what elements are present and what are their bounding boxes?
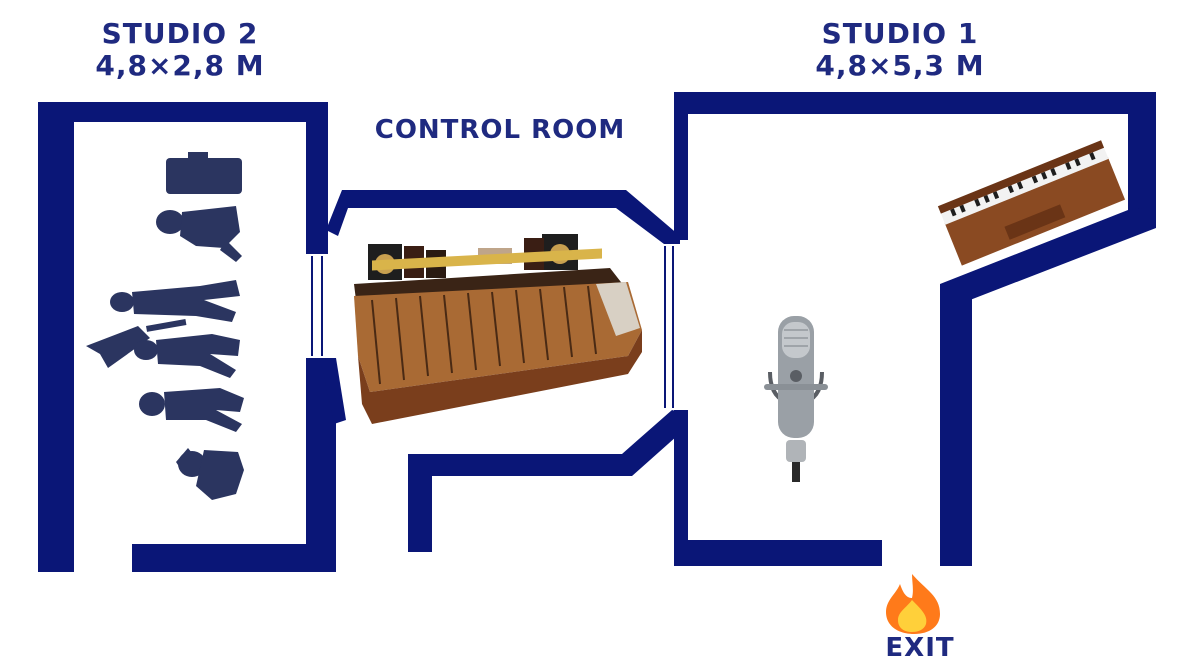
studio1-walls: [674, 92, 1156, 566]
control-room-walls: [320, 190, 686, 552]
studio1-wall-right: [1128, 92, 1156, 228]
fire-icon: [886, 574, 940, 634]
mixing-console-icon: [354, 234, 642, 424]
control-room-name: CONTROL ROOM: [374, 115, 626, 145]
studio1-wall-left-lower: [674, 410, 688, 566]
studio2-name: STUDIO 2: [101, 17, 259, 50]
studio2-wall-bottom: [132, 544, 336, 572]
studio1-label: STUDIO 1 4,8×5,3 M: [790, 18, 1010, 82]
studio2-wall-top: [38, 102, 328, 122]
guitar-icon: [86, 326, 150, 368]
studio2-wall-right-upper: [306, 102, 328, 254]
control-wall-top: [326, 190, 680, 244]
studio1-name: STUDIO 1: [821, 17, 979, 50]
studio1-wall-bottom: [674, 540, 882, 566]
studio2-wall-left: [38, 102, 74, 572]
studio1-wall-diagonal: [940, 206, 1156, 300]
control-room-label: CONTROL ROOM: [350, 114, 650, 146]
studio2-walls: [38, 102, 336, 572]
studio1-size: 4,8×5,3 M: [815, 49, 985, 82]
band-evolution-silhouette-icon: [86, 152, 244, 500]
studio1-wall-inner: [940, 288, 972, 566]
studio1-wall-top: [674, 92, 1156, 114]
exit-label: EXIT: [885, 633, 955, 663]
condenser-microphone-icon: [764, 316, 828, 482]
studio2-label: STUDIO 2 4,8×2,8 M: [70, 18, 290, 82]
studio2-size: 4,8×2,8 M: [95, 49, 265, 82]
control-wall-left-lower: [320, 358, 346, 424]
studio1-wall-left-upper: [674, 92, 688, 240]
piano-icon: [937, 140, 1126, 266]
doorway-markers: [311, 246, 674, 408]
control-wall-bottom: [408, 410, 686, 552]
